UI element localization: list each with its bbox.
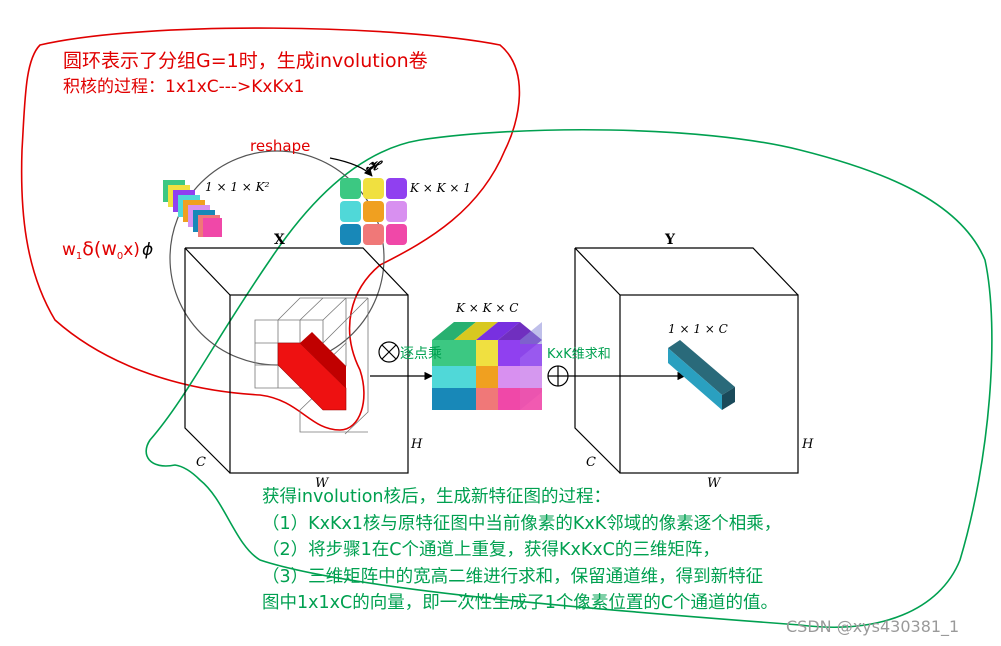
red-note-line2: 积核的过程：1x1xC--->KxKx1 — [63, 77, 305, 97]
green-note-line3: （2）将步骤1在C个通道上重复，获得KxKxC的三维矩阵， — [262, 540, 720, 560]
label-kxkxc: K × K × C — [455, 301, 518, 315]
phi-formula: w1δ(w0x)ϕ — [62, 238, 153, 262]
reshape-label: reshape — [250, 137, 310, 155]
label-kxkx1: K × K × 1 — [409, 181, 471, 195]
watermark: CSDN @xys430381_1 — [786, 617, 960, 636]
green-note-line2: （1）KxKx1核与原特征图中当前像素的KxK邻域的像素逐个相乘， — [262, 513, 782, 534]
label-h-cal: 𝓗 — [365, 159, 383, 174]
kernel-grid-kxkx1 — [340, 178, 407, 245]
label-x: X — [274, 232, 285, 248]
green-annotation-loop — [145, 128, 993, 628]
output-cube-y — [574, 247, 799, 474]
green-note-line1: 获得involution核后，生成新特征图的过程： — [262, 487, 611, 507]
label-c-right: C — [586, 455, 596, 470]
label-c-left: C — [196, 455, 206, 470]
multiply-operator — [378, 341, 400, 363]
input-cube-x — [184, 247, 409, 474]
label-y: Y — [664, 232, 676, 248]
red-note: 圆环表示了分组G=1时，生成involution卷 积核的过程：1x1xC---… — [63, 48, 428, 100]
one-one-k2-stack — [163, 180, 222, 237]
highlighted-pixel-column-side — [300, 332, 346, 388]
red-note-line1: 圆环表示了分组G=1时，生成involution卷 — [63, 50, 428, 72]
output-vector-1x1xc — [668, 340, 735, 410]
reshape-arrow — [329, 157, 373, 177]
label-1x1xk2: 1 × 1 × K² — [205, 180, 270, 194]
green-note: 获得involution核后，生成新特征图的过程： （1）KxKx1核与原特征图… — [262, 484, 781, 617]
label-w-left: W — [315, 476, 330, 491]
sum-label: KxK维求和 — [547, 347, 611, 362]
multiply-label: 逐点乘 — [400, 346, 442, 362]
label-w-right: W — [707, 476, 722, 491]
red-annotation-loop — [20, 27, 521, 431]
green-note-line5: 图中1x1xC的向量，即一次性生成了1个像素位置的C个通道的值。 — [262, 593, 779, 613]
sum-operator — [547, 365, 569, 387]
label-1x1xc: 1 × 1 × C — [668, 322, 728, 336]
label-h-left: H — [410, 437, 423, 452]
green-note-line4: （3）三维矩阵中的宽高二维进行求和，保留通道维，得到新特征 — [262, 566, 764, 587]
kxkxc-block — [432, 322, 542, 410]
label-h-right: H — [801, 437, 814, 452]
